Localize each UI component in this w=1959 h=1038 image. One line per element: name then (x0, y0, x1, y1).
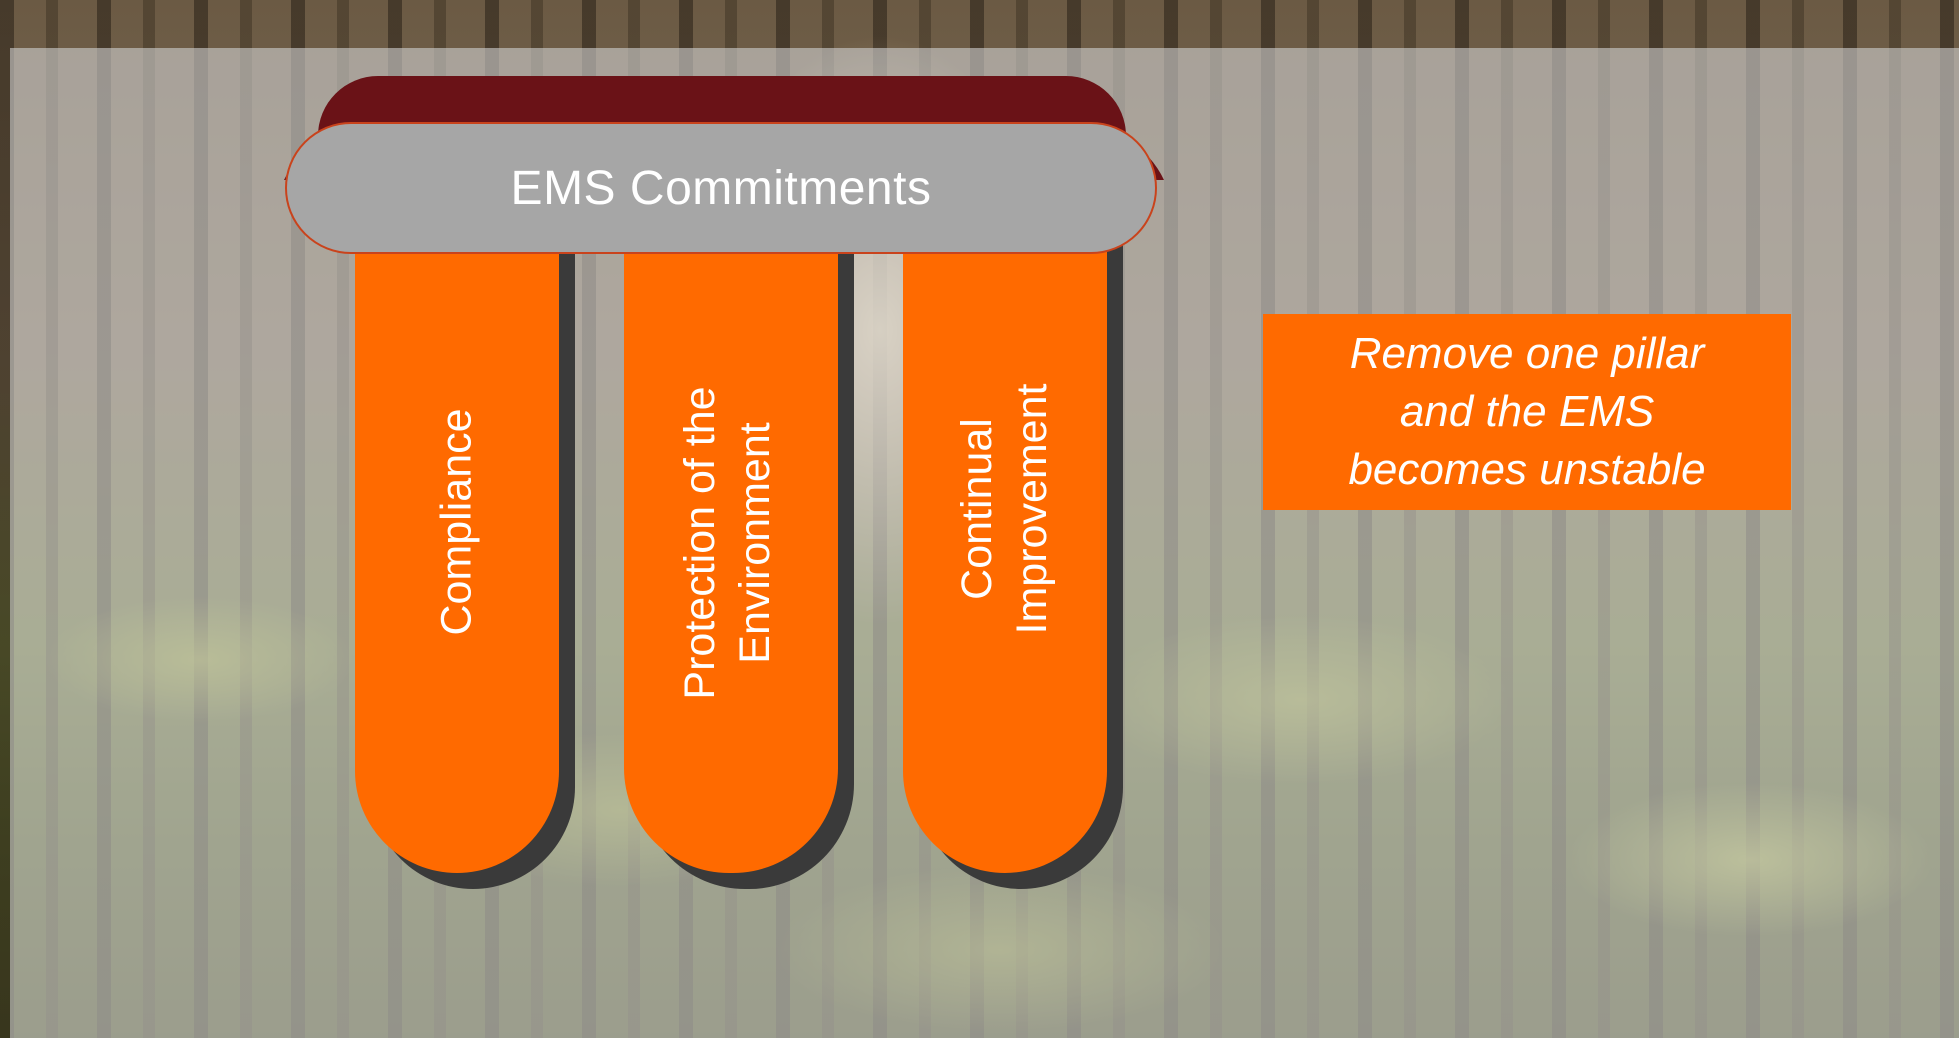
pillar-label-line2: Environment (731, 422, 779, 664)
pillar-continual-improvement (903, 228, 1107, 873)
pillar-compliance (355, 228, 559, 873)
pillar-label-line2: Improvement (1008, 383, 1056, 635)
pillar-label-text: Compliance (432, 408, 481, 636)
capital-title: EMS Commitments (510, 161, 932, 215)
pillar-label-compliance: Compliance (430, 408, 485, 635)
pillar-protection-of-environment (624, 228, 838, 873)
pillar-label-line1: Protection of the (676, 386, 724, 700)
callout-line: and the EMS (1399, 387, 1655, 436)
callout-line: Remove one pillar (1349, 329, 1705, 378)
pillar-label-protection: Protection of the Environment (673, 386, 783, 699)
capital-ems-commitments: EMS Commitments (285, 122, 1157, 254)
callout-text: Remove one pillar and the EMS becomes un… (1297, 325, 1757, 499)
callout-line: becomes unstable (1348, 445, 1706, 494)
pillar-label-line1: Continual (953, 418, 1001, 600)
pillar-label-continual: Continual Improvement (950, 384, 1060, 635)
callout-box: Remove one pillar and the EMS becomes un… (1263, 314, 1791, 510)
